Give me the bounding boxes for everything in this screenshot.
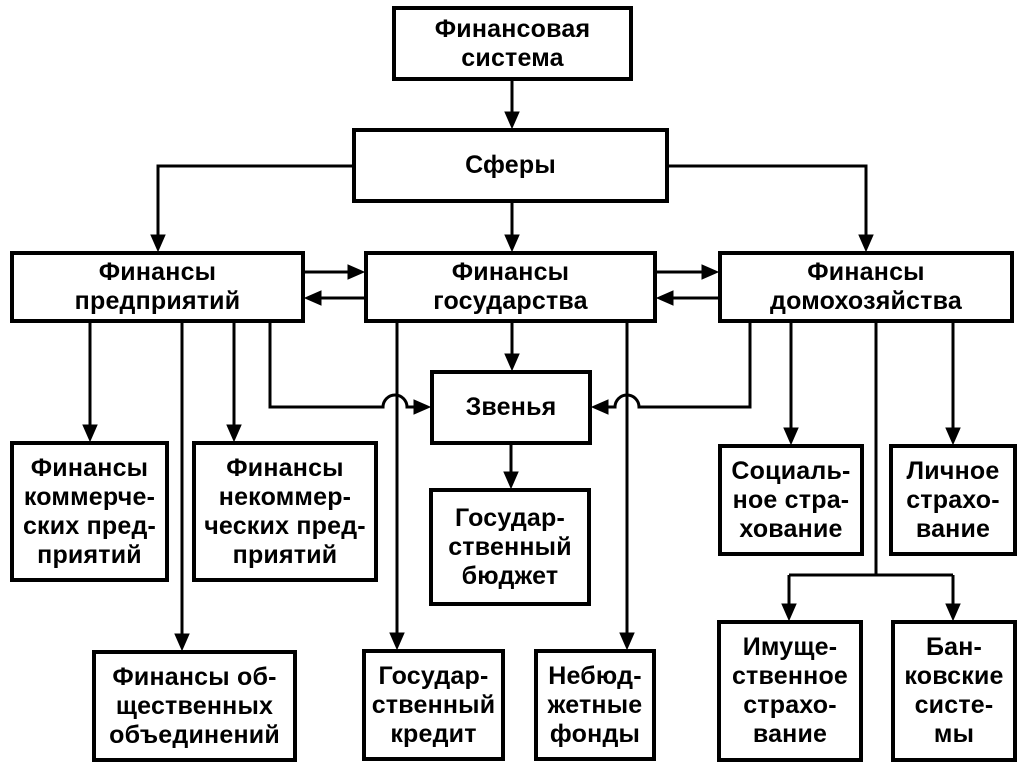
node-line: Финансы [807, 258, 925, 286]
node-line: Государ- [454, 503, 566, 532]
arrowhead-icon [504, 111, 520, 130]
arrowhead-icon [150, 234, 166, 253]
arrowhead-icon [701, 264, 720, 280]
node-personal-insurance: Личное страхо- вание [889, 444, 1017, 556]
node-line: Бан- [925, 633, 983, 661]
connector-line [268, 323, 414, 409]
node-enterprise-finance: Финансы предприятий [10, 251, 305, 323]
node-line: страхо- [906, 485, 1000, 514]
node-noncommercial-enterprises: Финансы некоммер- ческих пред- приятий [192, 441, 378, 582]
node-line: приятий [37, 540, 142, 569]
node-line: Финансы об- [112, 662, 277, 691]
node-household-finance: Финансы домохозяйства [718, 251, 1014, 323]
node-line: Социаль- [731, 456, 851, 485]
node-line: фонды [549, 719, 641, 748]
node-line: ковские [904, 662, 1004, 690]
node-line: страхо- [743, 691, 837, 719]
node-line: государства [433, 287, 588, 315]
arrowhead-icon [389, 632, 405, 651]
arrowhead-icon [945, 427, 961, 446]
node-line: ственный [448, 532, 572, 561]
node-commercial-enterprises: Финансы коммерче- ских пред- приятий [10, 441, 169, 582]
connector-line [608, 323, 752, 409]
node-line: Личное [906, 456, 1000, 485]
node-spheres: Сферы [352, 128, 669, 203]
node-banking-systems: Бан- ковские систе- мы [891, 620, 1017, 762]
arrowhead-icon [303, 290, 322, 306]
arrowhead-icon [945, 603, 961, 622]
node-line: ских пред- [22, 511, 157, 540]
arrowhead-icon [504, 353, 520, 372]
node-line: Сферы [465, 151, 556, 179]
arrowhead-icon [226, 424, 242, 443]
arrowhead-icon [503, 471, 519, 490]
node-line: домохозяйства [770, 287, 962, 315]
node-line: хование [739, 514, 843, 543]
arrowhead-icon [858, 234, 874, 253]
arrowhead-icon [783, 427, 799, 446]
node-line: ственный [371, 690, 496, 719]
arrowhead-icon [174, 633, 190, 652]
node-property-insurance: Имуще- ственное страхо- вание [717, 620, 863, 762]
node-line: объединений [109, 720, 280, 749]
node-state-finance: Финансы государства [364, 251, 657, 323]
node-line: Финансы [451, 258, 570, 286]
node-line: Финансы [30, 453, 149, 482]
node-financial-system: Финансовая система [392, 6, 633, 81]
node-line: Небюд- [548, 661, 642, 690]
connector-line [156, 164, 352, 235]
node-line: приятий [232, 540, 338, 569]
arrowhead-icon [619, 632, 635, 651]
node-line: предприятий [74, 287, 241, 315]
node-line: Имуще- [742, 633, 838, 661]
node-line: систе- [914, 691, 994, 719]
node-line: ственное [731, 662, 849, 690]
arrowhead-icon [655, 290, 674, 306]
node-line: система [461, 43, 564, 72]
node-line: Финансы [98, 258, 217, 286]
node-line: щественных [115, 691, 274, 720]
node-line: вание [752, 720, 828, 748]
node-line: Государ- [378, 661, 489, 690]
node-line: кредит [390, 719, 477, 748]
arrowhead-icon [781, 603, 797, 622]
node-line: коммерче- [23, 482, 156, 511]
node-line: Финансы [226, 453, 344, 482]
node-line: некоммер- [218, 482, 352, 511]
node-line: Звенья [465, 393, 557, 421]
node-line: ное стра- [732, 485, 850, 514]
arrowhead-icon [590, 399, 609, 415]
node-line: ческих пред- [204, 511, 366, 540]
node-line: Финансовая [434, 14, 591, 43]
node-public-associations: Финансы об- щественных объединений [92, 650, 297, 762]
node-line: жетные [547, 690, 643, 719]
node-state-budget: Государ- ственный бюджет [429, 488, 591, 606]
node-off-budget-funds: Небюд- жетные фонды [534, 649, 656, 761]
arrowhead-icon [82, 424, 98, 443]
node-line: мы [933, 720, 975, 748]
node-line: вание [915, 514, 991, 543]
node-state-credit: Государ- ственный кредит [362, 649, 505, 761]
arrowhead-icon [347, 264, 366, 280]
connector-line [669, 164, 868, 235]
node-line: бюджет [461, 561, 559, 590]
arrowhead-icon [413, 399, 432, 415]
node-links: Звенья [430, 370, 592, 445]
arrowhead-icon [504, 234, 520, 253]
node-social-insurance: Социаль- ное стра- хование [718, 444, 864, 556]
